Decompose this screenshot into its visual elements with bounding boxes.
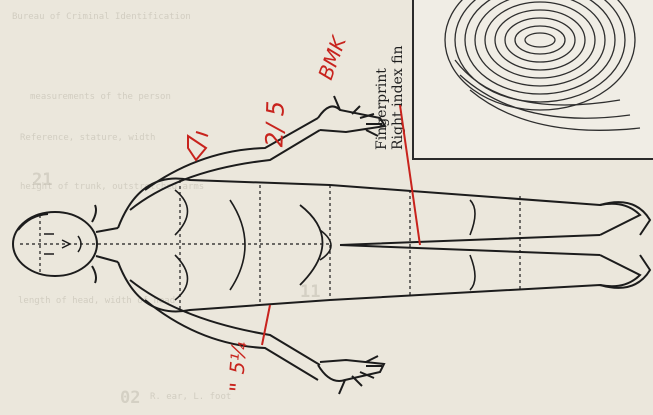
fingerprint-image <box>445 0 640 130</box>
human-figure <box>13 96 650 394</box>
annotation-top-mark: 2/ 5 <box>260 100 290 147</box>
annotation-left-mark: 5¼ <box>225 341 252 375</box>
measurement-guides <box>20 180 520 310</box>
annotation-left-quote: " <box>226 381 252 393</box>
red-annotation-lines <box>188 105 420 345</box>
